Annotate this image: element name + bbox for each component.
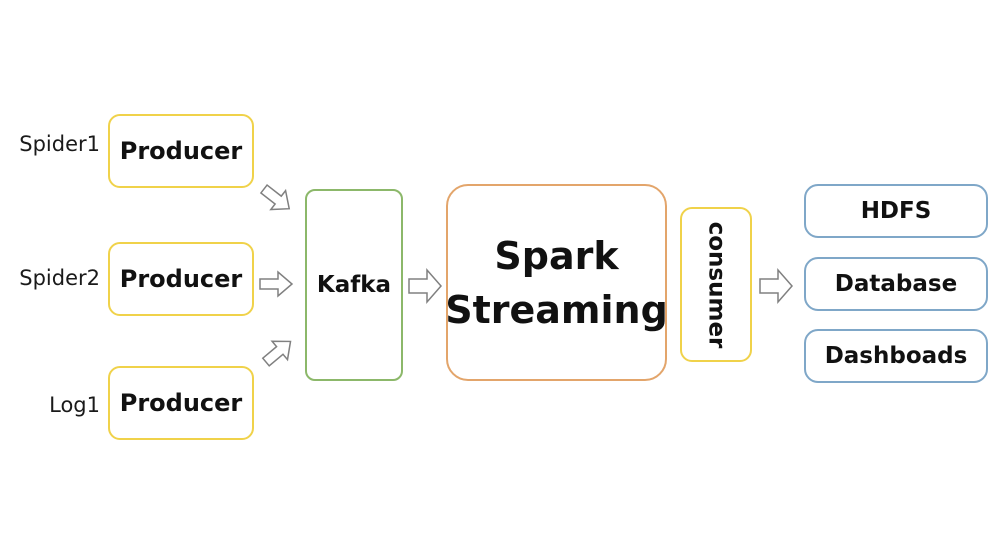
arrow-icon [408,268,442,304]
spark-label-line1: Spark [494,233,619,278]
output-box-dashboards: Dashboads [804,329,988,383]
spark-label-line2: Streaming [445,287,668,332]
kafka-label: Kafka [316,272,392,298]
producer-box-1: Producer [108,114,254,188]
kafka-box: Kafka [305,189,403,381]
producer-box-2: Producer [108,242,254,316]
producer-label: Producer [119,265,243,293]
arrow-icon [259,184,291,211]
spark-streaming-box: Spark Streaming [445,184,668,381]
arrow-icon [261,340,292,367]
source-label-spider2: Spider2 [19,266,100,290]
output-box-hdfs: HDFS [804,184,988,238]
output-box-database: Database [804,257,988,311]
output-label: HDFS [860,198,932,224]
output-label: Dashboads [824,343,968,369]
arrow-icon [259,270,294,298]
source-label-log1: Log1 [49,393,100,417]
consumer-box: consumer [680,207,752,362]
producer-label: Producer [119,137,243,165]
output-label: Database [834,271,958,297]
arrow-icon [759,268,793,304]
source-label-spider1: Spider1 [19,132,100,156]
producer-box-3: Producer [108,366,254,440]
producer-label: Producer [119,389,243,417]
